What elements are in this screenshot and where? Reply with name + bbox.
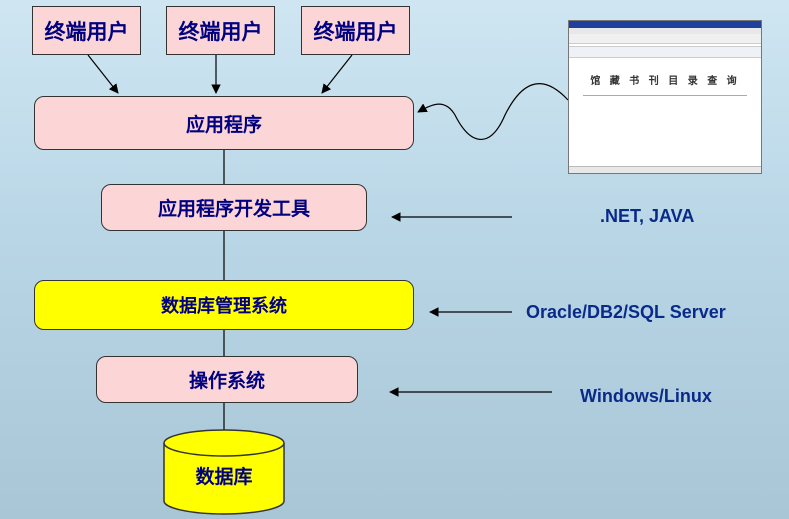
screenshot-titlebar xyxy=(569,21,761,28)
os-example: Windows/Linux xyxy=(580,386,712,406)
database-cylinder xyxy=(163,429,285,515)
application-box: 应用程序 xyxy=(34,96,414,150)
screenshot-divider xyxy=(583,95,747,96)
dev-tools-example: .NET, JAVA xyxy=(600,206,695,226)
screenshot-toolbar xyxy=(569,34,761,44)
screenshot-form-row xyxy=(611,110,761,115)
screenshot-nav xyxy=(569,46,761,58)
screenshot-query-title: 馆 藏 书 刊 目 录 查 询 xyxy=(590,76,740,87)
screenshot-form-row xyxy=(611,126,761,131)
end-user-box: 终端用户 xyxy=(301,6,410,55)
arrow-user1 xyxy=(87,54,119,94)
end-user-box: 终端用户 xyxy=(32,6,141,55)
library-query-screenshot: 馆 藏 书 刊 目 录 查 询 xyxy=(568,20,762,174)
wavy-connector xyxy=(417,83,569,140)
screenshot-form-row xyxy=(611,102,761,107)
end-user-box: 终端用户 xyxy=(166,6,275,55)
dbms-box: 数据库管理系统 xyxy=(34,280,414,330)
dev-tools-box: 应用程序开发工具 xyxy=(101,184,367,231)
arrow-user3 xyxy=(321,54,353,94)
database-label: 数据库 xyxy=(195,466,253,488)
screenshot-form-row xyxy=(611,118,761,123)
screenshot-menubar xyxy=(569,28,761,34)
os-box: 操作系统 xyxy=(96,356,358,403)
screenshot-statusbar xyxy=(569,166,761,173)
dbms-example: Oracle/DB2/SQL Server xyxy=(526,302,726,322)
